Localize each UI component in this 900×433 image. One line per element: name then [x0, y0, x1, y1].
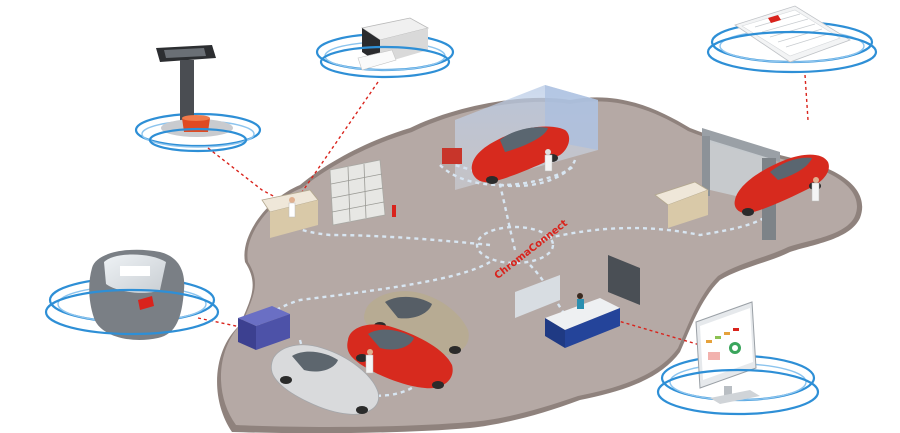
repair-worker-head	[367, 349, 373, 355]
network-path-booth	[439, 164, 576, 187]
reception-counter-side	[565, 308, 620, 348]
link-spectro	[197, 317, 246, 329]
shelf-rows	[330, 163, 385, 222]
prep-station	[654, 128, 829, 240]
fire-extinguisher	[392, 205, 396, 217]
receptionist-head	[577, 293, 583, 299]
mixing-room	[261, 159, 396, 238]
network-path-lower-right	[529, 264, 566, 316]
printer-device	[315, 17, 455, 79]
painter-body	[544, 154, 553, 172]
prep-frame-top	[702, 128, 780, 162]
mixing-table-front	[270, 200, 318, 238]
reception-back-wall	[515, 275, 560, 318]
shelf-unit	[329, 159, 386, 226]
spectro-device	[44, 249, 220, 340]
reception-counter-front	[545, 318, 565, 348]
workbench	[238, 306, 290, 350]
repair-worker-body	[365, 354, 374, 374]
printer-icon	[315, 17, 455, 79]
prep-desk-front	[668, 190, 708, 228]
link-scale	[207, 147, 291, 206]
prep-worker-body	[811, 182, 820, 202]
spray-booth	[442, 85, 598, 190]
monitor-device	[656, 301, 820, 416]
monitor-bars	[706, 328, 741, 360]
repair-area	[270, 291, 469, 415]
link-printer	[299, 81, 379, 196]
workbench-front	[256, 314, 290, 350]
device-links	[197, 74, 809, 346]
monitor-icon	[656, 301, 820, 416]
spectro-icon	[44, 249, 220, 340]
receptionist-body	[577, 299, 584, 309]
link-monitor	[614, 319, 701, 346]
mixing-worker-body	[288, 202, 296, 218]
prep-frame-post-left	[702, 136, 710, 196]
painter-head	[545, 149, 551, 155]
car-silver	[270, 344, 379, 415]
network-path-lower-left	[253, 260, 491, 331]
reception-screen	[608, 255, 640, 305]
hub-ring	[475, 225, 555, 265]
scale-device	[134, 45, 262, 153]
mixing-worker-head	[289, 197, 295, 203]
reception-counter-top	[545, 298, 620, 330]
document-icon	[706, 5, 878, 74]
car-red-repair	[347, 324, 453, 389]
prep-worker-head	[813, 177, 819, 183]
document-device	[706, 5, 878, 74]
scale-icon	[134, 45, 262, 153]
network-path-top-right	[499, 159, 577, 188]
workbench-top	[238, 306, 290, 326]
link-document	[804, 74, 809, 121]
paint-cart	[442, 148, 462, 164]
reception-desk	[515, 255, 640, 348]
workbench-side	[238, 318, 256, 350]
network-path-right	[539, 209, 776, 242]
